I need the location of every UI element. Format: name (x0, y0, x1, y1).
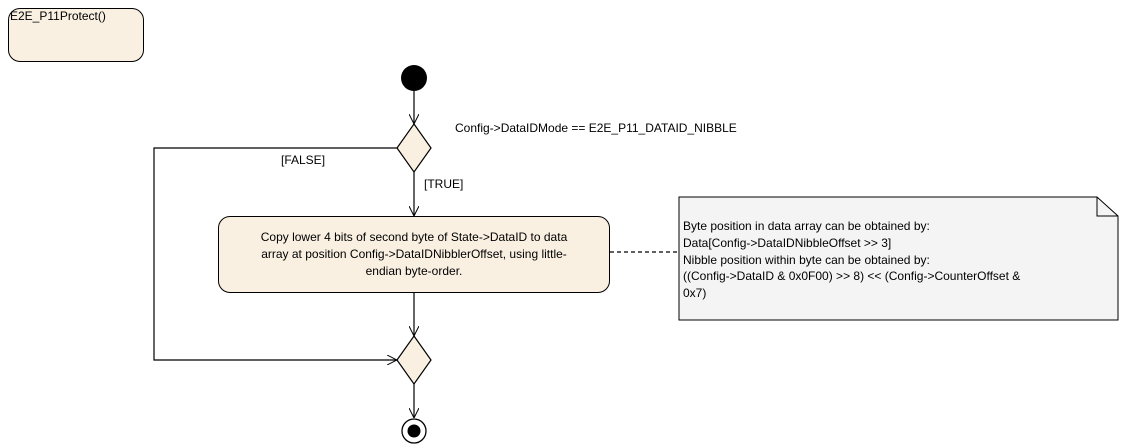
true-branch-label: [TRUE] (424, 177, 464, 191)
note-shape (678, 196, 1119, 321)
final-node-inner (407, 424, 421, 438)
action-label: Copy lower 4 bits of second byte of Stat… (260, 230, 568, 278)
action-copy-dataid-nibble: Copy lower 4 bits of second byte of Stat… (218, 216, 610, 293)
decision-guard-label: Config->DataIDMode == E2E_P11_DATAID_NIB… (455, 121, 737, 135)
note-line: Nibble position within byte can be obtai… (683, 252, 930, 267)
decision-node (396, 122, 432, 174)
note-fold (1096, 197, 1118, 217)
activity-title: E2E_P11Protect() (10, 9, 106, 23)
control-flow-false-branch (153, 147, 397, 360)
note-line: 0x7) (683, 286, 707, 301)
initial-node (401, 65, 427, 91)
note-line: Data[Config->DataIDNibbleOffset >> 3] (683, 235, 892, 250)
note-line: Byte position in data array can be obtai… (683, 219, 930, 233)
false-branch-label: [FALSE] (281, 153, 326, 167)
note-line: ((Config->DataID & 0x0F00) >> 8) << (Con… (683, 269, 1021, 284)
merge-node (396, 334, 432, 386)
note-text: Byte position in data array can be obtai… (683, 218, 1020, 302)
activity-frame (8, 8, 144, 62)
